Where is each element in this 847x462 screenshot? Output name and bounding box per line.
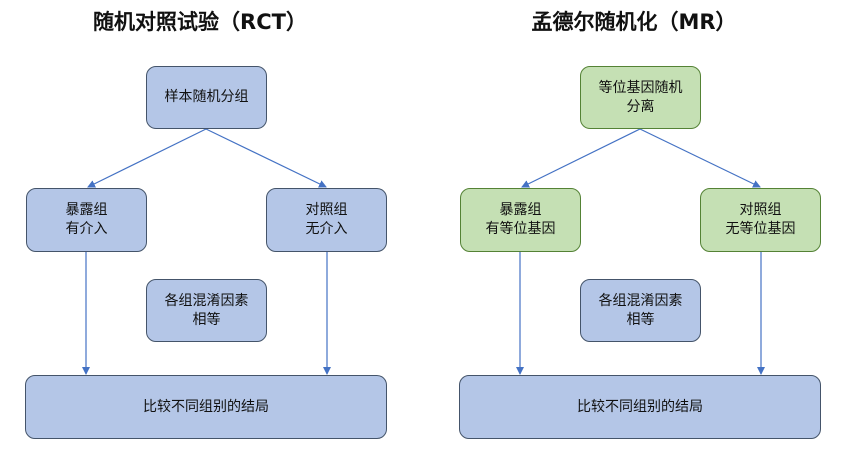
- rct-outcome-box: 比较不同组别的结局: [25, 375, 387, 439]
- rct-exposed-label: 暴露组: [65, 202, 108, 218]
- mr-confounders-sublabel: 相等: [626, 311, 655, 328]
- mr-exposed-group-box: 暴露组 有等位基因: [460, 188, 581, 252]
- rct-exposed-sublabel: 有介入: [65, 221, 108, 237]
- mr-exposed-label: 暴露组: [499, 202, 542, 218]
- mr-confounders-label: 各组混淆因素: [598, 292, 683, 309]
- rct-arrow-to-exposed: [87, 128, 207, 188]
- mr-control-label: 对照组: [739, 202, 782, 218]
- mr-control-sublabel: 无等位基因: [725, 221, 796, 237]
- rct-randomize-label: 样本随机分组: [164, 89, 249, 105]
- rct-control-sublabel: 无介入: [305, 221, 348, 237]
- mr-exposed-sublabel: 有等位基因: [485, 221, 556, 237]
- rct-control-group-box: 对照组 无介入: [266, 188, 387, 252]
- mr-confounders-box: 各组混淆因素 相等: [580, 279, 701, 342]
- mr-randomize-label: 等位基因随机: [598, 79, 683, 96]
- mr-arrow-to-control: [639, 128, 761, 188]
- rct-confounders-sublabel: 相等: [192, 311, 221, 328]
- mr-title: 孟德尔随机化（MR）: [531, 10, 737, 34]
- mr-control-group-box: 对照组 无等位基因: [700, 188, 821, 252]
- rct-exposed-group-box: 暴露组 有介入: [26, 188, 147, 252]
- rct-confounders-label: 各组混淆因素: [164, 292, 249, 309]
- rct-randomize-box: 样本随机分组: [146, 66, 267, 129]
- mr-randomize-sublabel: 分离: [626, 98, 655, 115]
- rct-arrow-to-control: [205, 128, 327, 188]
- rct-confounders-box: 各组混淆因素 相等: [146, 279, 267, 342]
- mr-outcome-box: 比较不同组别的结局: [459, 375, 821, 439]
- mr-arrow-to-exposed: [521, 128, 641, 188]
- mr-outcome-label: 比较不同组别的结局: [577, 398, 703, 415]
- mr-randomize-box: 等位基因随机 分离: [580, 66, 701, 129]
- rct-title: 随机对照试验（RCT）: [93, 10, 307, 34]
- rct-outcome-label: 比较不同组别的结局: [143, 398, 269, 415]
- rct-control-label: 对照组: [305, 202, 348, 218]
